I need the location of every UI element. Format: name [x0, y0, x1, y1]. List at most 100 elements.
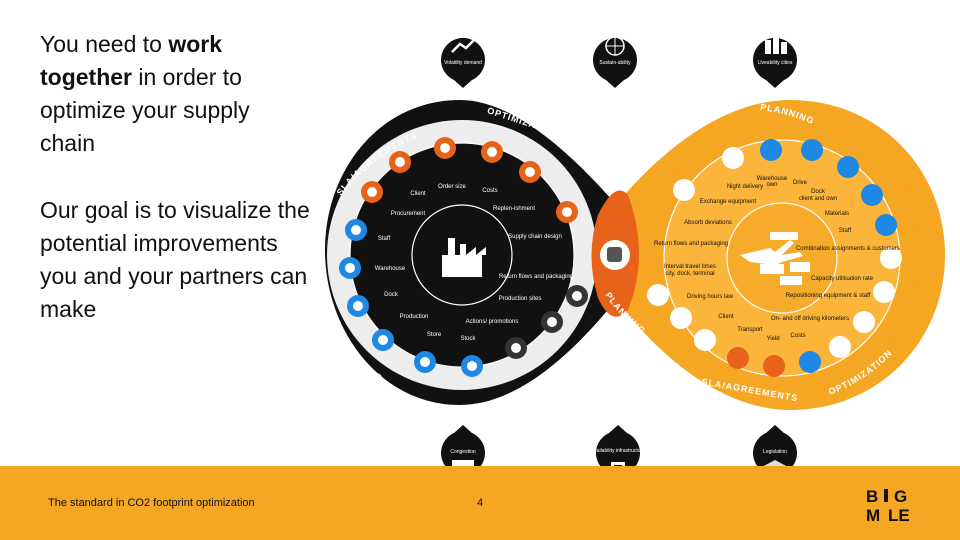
right-label: Capacity utilisation rate — [811, 276, 874, 282]
right-label: Costs — [790, 333, 805, 339]
left-label: Production — [400, 314, 429, 320]
right-label: Absorb deviations — [684, 220, 732, 226]
right-label: Interval travel times — [664, 264, 716, 270]
right-label: Client — [718, 314, 734, 320]
left-icon-glyph — [487, 147, 497, 157]
city-icon-building — [773, 34, 779, 54]
right-icon-badge — [670, 307, 692, 329]
right-label: Exchange equipment — [700, 199, 757, 205]
logo-letter: LE — [888, 506, 910, 524]
left-label: Actions/ promotions — [466, 319, 519, 325]
left-icon-glyph — [395, 157, 405, 167]
pin-label: Volatility demand — [444, 60, 482, 66]
right-icon-badge — [722, 147, 744, 169]
footer-band — [0, 466, 960, 540]
right-label: Dock — [811, 189, 826, 195]
left-icon-glyph — [572, 291, 582, 301]
right-icon-badge — [647, 284, 669, 306]
transport-icon-ship — [770, 232, 798, 240]
left-icon-glyph — [420, 357, 430, 367]
chart-arrow-icon — [451, 37, 477, 53]
pin-shape — [596, 425, 640, 476]
intro-heading: You need to work together in order to op… — [40, 31, 250, 156]
page-number: 4 — [477, 497, 484, 509]
city-icon-building — [781, 42, 787, 54]
left-label: Store — [427, 332, 442, 338]
left-label: Replen-ishment — [493, 206, 535, 212]
right-icon-badge — [673, 179, 695, 201]
transport-icon-plane — [740, 240, 803, 268]
right-label: Repositioning equipment & staff — [786, 293, 871, 299]
right-icon-badge — [799, 351, 821, 373]
left-label: Procurement — [391, 211, 426, 217]
right-label: Warehouse — [757, 176, 788, 182]
right-icon-badge — [801, 139, 823, 161]
factory-icon-roof — [466, 247, 486, 255]
left-label: Stock — [460, 336, 476, 342]
left-label: Warehouse — [375, 266, 406, 272]
right-label: city, dock, terminal — [665, 271, 714, 277]
right-icon-badge — [760, 139, 782, 161]
right-label: Return flows and packaging — [654, 241, 728, 247]
logo-letter: M — [866, 506, 880, 524]
pin-label: Liveability cities — [758, 60, 793, 66]
right-icon-badge — [880, 247, 902, 269]
left-label: Production sites — [499, 296, 542, 302]
left-icon-glyph — [378, 335, 388, 345]
logo-letter: G — [894, 487, 907, 506]
pin-shape — [753, 425, 797, 476]
left-icon-glyph — [525, 167, 535, 177]
logo-letter: B — [866, 487, 878, 506]
pin-volatility: Volatility demand — [441, 37, 486, 88]
factory-icon-body — [442, 255, 482, 277]
goal-text: Our goal is to visualize the potential i… — [40, 197, 310, 322]
pin-label: Legislation — [763, 449, 787, 455]
crossover-icon-glyph — [607, 247, 622, 262]
right-label: On- and off driving kilometers — [771, 316, 849, 322]
left-label: Client — [410, 191, 426, 197]
right-icon-badge — [763, 355, 785, 377]
right-icon-badge — [873, 281, 895, 303]
transport-icon — [740, 232, 810, 285]
right-label: Combination assignments & customers — [796, 246, 900, 252]
left-label: Order size — [438, 184, 466, 190]
right-icon-badge — [694, 329, 716, 351]
transport-icon-truck — [780, 276, 802, 285]
left-icon-glyph — [351, 225, 361, 235]
factory-icon-chimney — [448, 238, 455, 256]
right-label: own — [766, 182, 777, 188]
transport-icon-truck — [760, 264, 784, 274]
left-icon-glyph — [547, 317, 557, 327]
traffic-icon — [452, 460, 474, 468]
transport-icon-truck — [790, 262, 810, 272]
big-mile-logo: B G M LE — [866, 487, 910, 524]
left-icon-glyph — [467, 361, 477, 371]
pin-liveability: Liveability cities — [753, 34, 797, 88]
pin-label: Availability infrastructure — [591, 448, 645, 454]
left-loop-labels: Client Order size Costs Replen-ishment P… — [375, 184, 573, 342]
left-icon-glyph — [345, 263, 355, 273]
left-label: Dock — [384, 292, 399, 298]
right-loop-labels: Warehouse own Night delivery Drive Excha… — [654, 176, 900, 342]
right-label: Night delivery — [727, 184, 763, 190]
right-icon-badge — [875, 214, 897, 236]
pin-sustainability: Sustain-ability — [593, 36, 638, 88]
left-label: Staff — [378, 236, 391, 242]
right-label: Yield — [766, 336, 779, 342]
logo-bar — [884, 489, 888, 502]
right-label: client and own — [799, 196, 837, 202]
right-icon-badge — [853, 311, 875, 333]
right-icon-badge — [837, 156, 859, 178]
left-label: Supply chain design — [508, 234, 562, 240]
right-label: Driving hours law — [687, 294, 734, 300]
footer-tagline: The standard in CO2 footprint optimizati… — [48, 497, 255, 509]
city-icon — [765, 40, 771, 54]
factory-icon — [442, 238, 486, 277]
right-icon-badge — [861, 184, 883, 206]
right-icon-badge — [829, 336, 851, 358]
right-label: Materials — [825, 211, 849, 217]
left-loop-icons — [339, 137, 588, 377]
left-icon-glyph — [440, 143, 450, 153]
right-loop-icons — [647, 139, 902, 377]
right-icon-badge — [727, 347, 749, 369]
